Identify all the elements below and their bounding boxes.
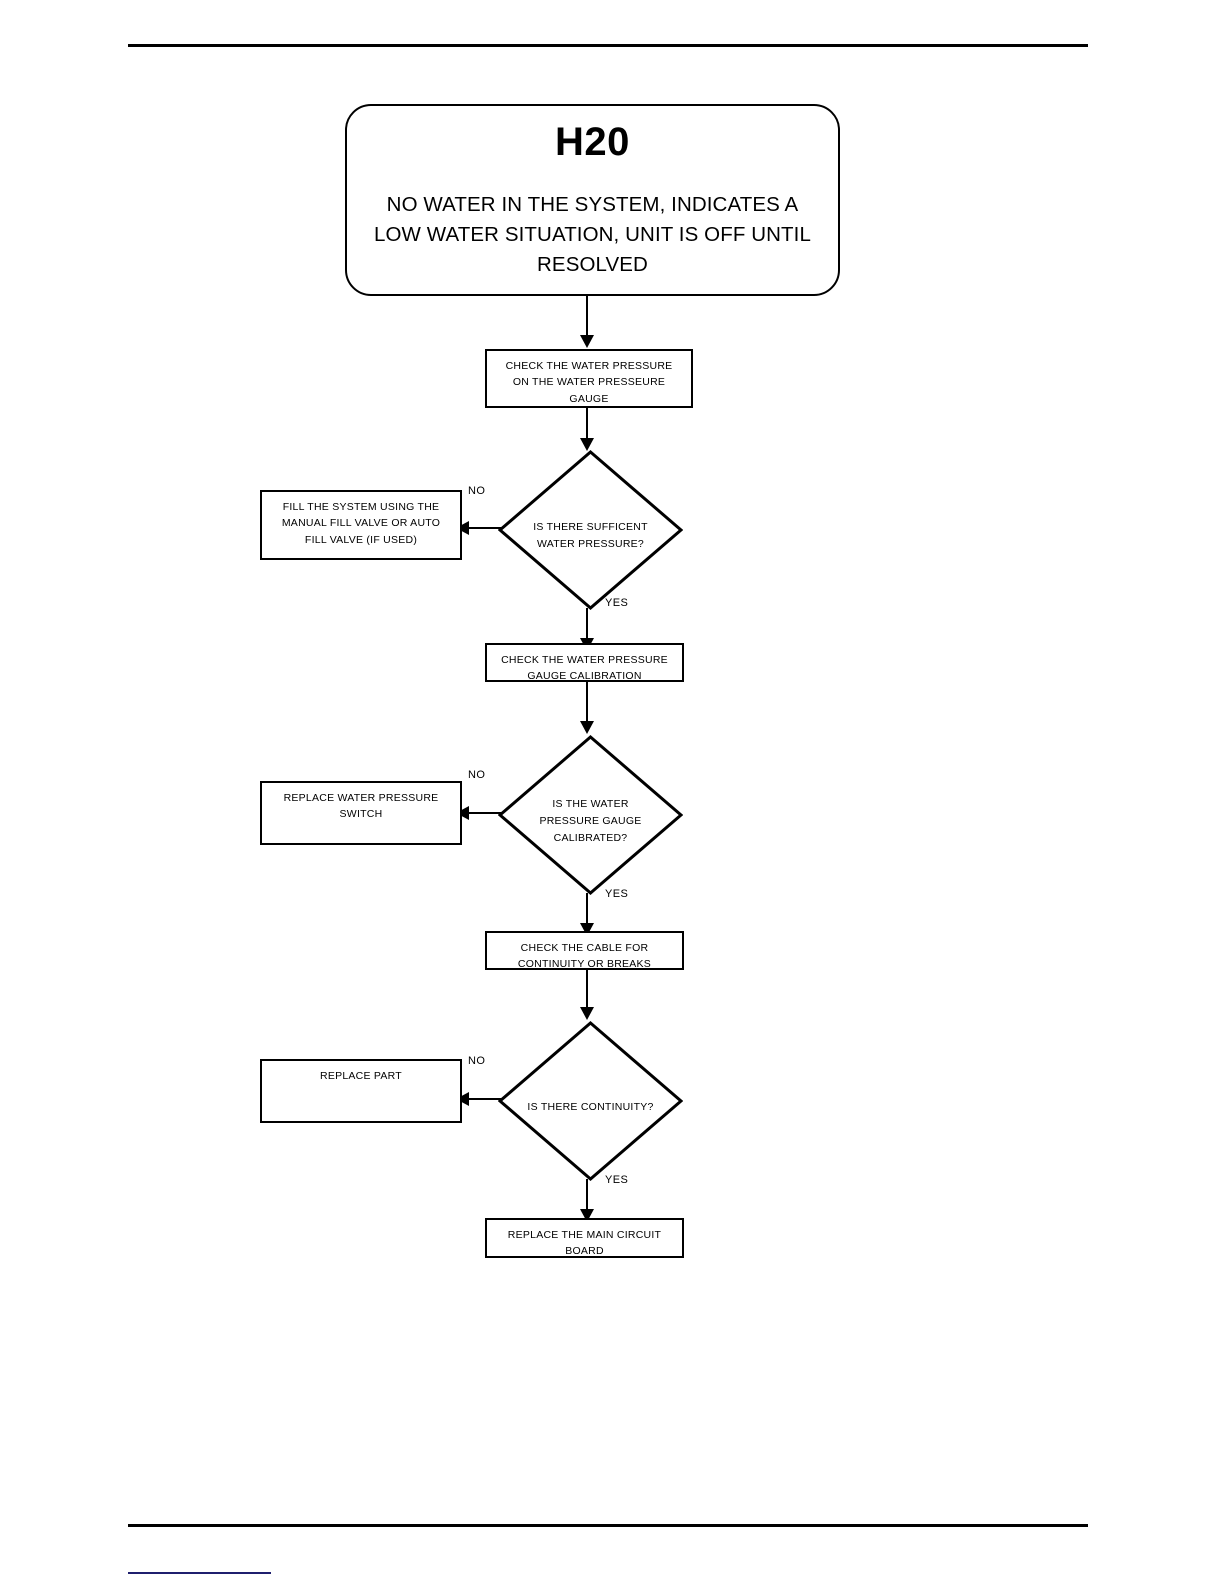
process-check-pressure-label: CHECK THE WATER PRESSURE ON THE WATER PR… [505,360,673,405]
decision-continuity: IS THERE CONTINUITY? [498,1021,683,1181]
connector-decision3-no [462,1098,502,1100]
arrow-check-calibration-to-decision2 [580,721,594,734]
start-node: H20 NO WATER IN THE SYSTEM, INDICATES A … [345,104,840,296]
process-replace-board: REPLACE THE MAIN CIRCUIT BOARD [485,1218,684,1258]
branch-label-no-1: NO [468,485,486,497]
footer-rule [128,1524,1088,1527]
arrow-check-pressure-to-decision1 [580,438,594,451]
connector-check-calibration-to-decision2 [586,682,588,724]
connector-start-to-check-pressure [586,296,588,337]
header-rule [128,44,1088,47]
branch-label-no-3: NO [468,1055,486,1067]
start-node-code: H20 [555,120,630,165]
outcome-replace-part: REPLACE PART [260,1059,462,1123]
connector-decision2-yes [586,893,588,927]
process-check-cable-label: CHECK THE CABLE FOR CONTINUITY OR BREAKS [517,942,652,971]
decision-gauge-calibrated: IS THE WATER PRESSURE GAUGE CALIBRATED? [498,735,683,895]
process-check-pressure: CHECK THE WATER PRESSURE ON THE WATER PR… [485,349,693,408]
branch-label-yes-2: YES [605,888,629,900]
outcome-replace-switch: REPLACE WATER PRESSURE SWITCH [260,781,462,845]
connector-decision3-yes [586,1179,588,1213]
process-check-cable: CHECK THE CABLE FOR CONTINUITY OR BREAKS [485,931,684,970]
branch-label-yes-3: YES [605,1174,629,1186]
process-check-calibration: CHECK THE WATER PRESSURE GAUGE CALIBRATI… [485,643,684,682]
connector-check-pressure-to-decision1 [586,408,588,441]
connector-decision1-yes [586,608,588,642]
branch-label-no-2: NO [468,769,486,781]
outcome-fill-system-label: FILL THE SYSTEM USING THE MANUAL FILL VA… [281,501,441,546]
outcome-fill-system: FILL THE SYSTEM USING THE MANUAL FILL VA… [260,490,462,560]
connector-decision1-no [462,527,502,529]
start-node-description: NO WATER IN THE SYSTEM, INDICATES A LOW … [374,193,811,276]
decision-sufficient-pressure: IS THERE SUFFICENT WATER PRESSURE? [498,450,683,610]
process-check-calibration-label: CHECK THE WATER PRESSURE GAUGE CALIBRATI… [501,654,668,683]
connector-decision2-no [462,812,502,814]
arrow-start-to-check-pressure [580,335,594,348]
outcome-replace-part-label: REPLACE PART [320,1070,402,1082]
outcome-replace-switch-label: REPLACE WATER PRESSURE SWITCH [283,792,439,821]
connector-check-cable-to-decision3 [586,970,588,1010]
footer-link-underline[interactable] [128,1572,271,1574]
branch-label-yes-1: YES [605,597,629,609]
process-replace-board-label: REPLACE THE MAIN CIRCUIT BOARD [507,1229,662,1258]
arrow-check-cable-to-decision3 [580,1007,594,1020]
